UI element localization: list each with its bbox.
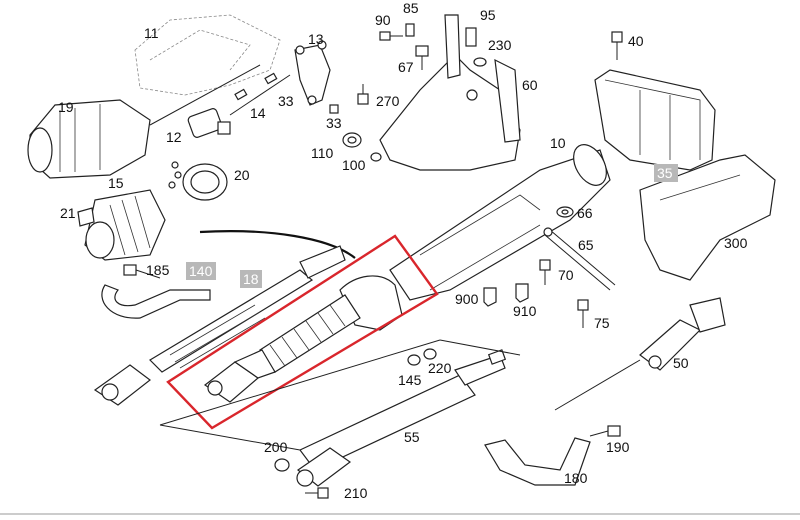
label-200: 200 — [264, 439, 288, 455]
label-12: 12 — [166, 129, 182, 145]
label-70: 70 — [558, 267, 574, 283]
part-14-rod — [229, 72, 291, 116]
part-67-bolt — [415, 45, 429, 70]
label-65: 65 — [578, 237, 594, 253]
part-15-pins — [168, 161, 182, 189]
label-11: 11 — [144, 25, 159, 41]
part-910-clip — [515, 283, 529, 303]
label-50: 50 — [673, 355, 689, 371]
part-13-lever — [294, 40, 331, 106]
label-35: 35 — [657, 165, 673, 181]
part-50-linkage — [554, 297, 726, 411]
part-18-lower-shaft — [93, 245, 346, 406]
part-15-boot — [84, 189, 166, 261]
label-55: 55 — [404, 429, 420, 445]
highlight-box — [166, 234, 439, 430]
label-15: 15 — [108, 175, 124, 191]
part-35-housing — [594, 69, 716, 171]
part-185-bolt — [123, 264, 161, 279]
part-210-bolt — [305, 487, 329, 499]
label-140: 140 — [189, 263, 213, 279]
label-910: 910 — [513, 303, 537, 319]
part-75-bolt — [577, 299, 589, 328]
label-33-b: 33 — [326, 115, 342, 131]
label-60: 60 — [522, 77, 538, 93]
part-lower-joint — [296, 447, 352, 487]
part-140-bracket — [101, 284, 211, 319]
part-110-bushing — [342, 132, 362, 148]
label-20: 20 — [234, 167, 250, 183]
label-13: 13 — [308, 31, 324, 47]
part-20-gasket — [182, 163, 228, 201]
part-55-frame — [159, 339, 521, 451]
label-21: 21 — [60, 205, 76, 221]
label-110: 110 — [311, 145, 334, 161]
label-230: 230 — [488, 37, 512, 53]
part-900-clip — [483, 287, 497, 307]
label-75: 75 — [594, 315, 610, 331]
label-100: 100 — [342, 157, 366, 173]
part-40-screw — [611, 31, 623, 60]
label-95: 95 — [480, 7, 496, 23]
label-300: 300 — [724, 235, 748, 251]
label-220: 220 — [428, 360, 452, 376]
part-230-washer — [473, 57, 487, 67]
label-900: 900 — [455, 291, 479, 307]
label-180: 180 — [564, 470, 588, 486]
pointer-arc — [199, 230, 356, 259]
part-85-pin — [405, 23, 415, 37]
label-140-bg — [186, 262, 216, 280]
part-66-washer — [556, 206, 574, 218]
part-60-bracket — [379, 14, 521, 171]
label-270: 270 — [376, 93, 400, 109]
part-200-nut — [274, 458, 290, 472]
part-12-actuator — [187, 108, 231, 138]
label-185: 185 — [146, 262, 170, 278]
part-300-cover — [639, 154, 776, 281]
label-210: 210 — [344, 485, 368, 501]
part-10-column — [389, 144, 611, 301]
label-85: 85 — [403, 0, 419, 16]
part-19-motor — [27, 64, 261, 179]
part-21-cap — [77, 207, 95, 227]
part-145-nut — [407, 354, 421, 366]
label-35-bg — [654, 164, 678, 182]
label-33-a: 33 — [278, 93, 294, 109]
label-18: 18 — [243, 271, 259, 287]
label-19: 19 — [58, 99, 74, 115]
part-90-screw — [379, 31, 403, 41]
part-180-bracket — [484, 437, 591, 486]
label-14: 14 — [250, 105, 266, 121]
part-70-bolt — [539, 259, 551, 285]
part-220-washer — [423, 348, 437, 360]
label-40: 40 — [628, 33, 644, 49]
part-95-pin — [465, 27, 477, 47]
part-highlighted-shaft — [203, 275, 403, 403]
label-66: 66 — [577, 205, 593, 221]
part-11-bracket — [134, 14, 281, 96]
label-90: 90 — [375, 12, 391, 28]
label-145: 145 — [398, 372, 422, 388]
part-33-bolt — [329, 104, 339, 114]
part-270-screw — [357, 84, 369, 105]
label-67: 67 — [398, 59, 414, 75]
part-190-bolt — [589, 425, 621, 437]
label-190: 190 — [606, 439, 630, 455]
part-65-rod — [543, 227, 616, 291]
label-18-bg — [240, 270, 262, 288]
label-10: 10 — [550, 135, 566, 151]
part-100-washer — [370, 152, 382, 162]
